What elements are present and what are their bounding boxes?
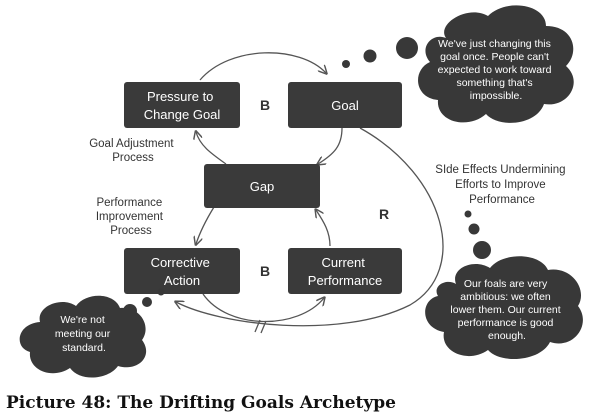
arrow-current-to-gap [316, 210, 331, 247]
cloud-bottom-right-line-4: performance is good [458, 317, 554, 329]
cloud-top-line-2: goal once. People can't [440, 51, 549, 63]
arrow-gap-to-corrective [196, 206, 215, 244]
label-performance-line-3: Process [110, 225, 152, 237]
cloud-top-line-5: impossible. [470, 90, 523, 102]
box-current-line-1: Current [322, 255, 366, 270]
cloud-top-line-3: expected to work toward [438, 64, 552, 76]
box-goal-label: Goal [331, 98, 359, 113]
svg-text:We're not meeting our: We're not meeting our standard. [55, 314, 113, 354]
cloud-top-line-1: We've just changing this [438, 38, 551, 50]
label-performance-improvement: Performance Improvement Process [96, 197, 166, 237]
loop-label-top: B [260, 97, 270, 113]
thought-cloud-bottom-right: Our foals are very ambitious: we often l… [425, 210, 583, 360]
label-side-effects: SIde Effects Undermining Efforts to Impr… [435, 164, 568, 206]
box-corrective-line-1: Corrective [151, 255, 210, 270]
box-goal: Goal [288, 82, 402, 128]
label-goal-adjustment: Goal Adjustment Process [89, 138, 177, 164]
cloud-bottom-left-line-3: standard. [62, 342, 106, 354]
arrow-gap-to-pressure [196, 132, 227, 165]
arrow-pressure-to-goal [199, 52, 326, 81]
label-side-effects-line-1: SIde Effects Undermining [435, 164, 565, 176]
arrow-goal-to-gap [318, 127, 343, 164]
svg-text:Pressure to Change Goal: Pressure to Change Goal [144, 89, 221, 122]
svg-text:We've just changing this: We've just changing this goal once. Peop… [438, 38, 555, 102]
thought-cloud-bottom-left: We're not meeting our standard. [19, 288, 165, 378]
connectors [176, 52, 444, 334]
box-gap: Gap [204, 164, 320, 208]
box-pressure-line-1: Pressure to [147, 89, 213, 104]
label-performance-line-1: Performance [96, 197, 162, 209]
label-performance-line-2: Improvement [96, 211, 164, 223]
svg-text:Our foals are very ambit: Our foals are very ambitious: we often l… [450, 278, 563, 342]
label-goal-adjustment-line-2: Process [112, 152, 154, 164]
box-corrective-line-2: Action [164, 273, 200, 288]
loop-label-bottom: B [260, 263, 270, 279]
cloud-bottom-right-line-5: enough. [488, 330, 526, 342]
delay-mark [254, 319, 267, 334]
cloud-bottom-left-line-2: meeting our [55, 328, 111, 340]
cloud-bottom-left-line-1: We're not [60, 314, 104, 326]
svg-text:Corrective Action: Corrective Action [151, 255, 214, 288]
box-pressure-to-change-goal: Pressure to Change Goal [124, 82, 240, 128]
loop-label-right: R [379, 206, 389, 222]
label-goal-adjustment-line-1: Goal Adjustment [89, 138, 174, 150]
cloud-bottom-right-line-2: ambitious: we often [460, 291, 551, 303]
box-current-line-2: Performance [308, 273, 382, 288]
cloud-bottom-right-line-3: lower them. Our current [450, 304, 560, 316]
thought-cloud-top-right: We've just changing this goal once. Peop… [342, 5, 574, 123]
arrow-corrective-to-current [202, 293, 324, 323]
label-side-effects-line-3: Performance [469, 194, 535, 206]
cloud-bottom-right-line-1: Our foals are very [464, 278, 548, 290]
cloud-top-line-4: something that's [456, 77, 532, 89]
arrow-goal-to-corrective-side-effect [176, 127, 444, 327]
figure-caption: Picture 48: The Drifting Goals Archetype [6, 393, 396, 413]
box-current-performance: Current Performance [288, 248, 402, 294]
box-pressure-line-2: Change Goal [144, 107, 221, 122]
box-corrective-action: Corrective Action [124, 248, 240, 294]
label-side-effects-line-2: Efforts to Improve [455, 179, 546, 191]
box-gap-label: Gap [250, 179, 275, 194]
svg-text:Current Performance: Current Performance [308, 255, 382, 288]
